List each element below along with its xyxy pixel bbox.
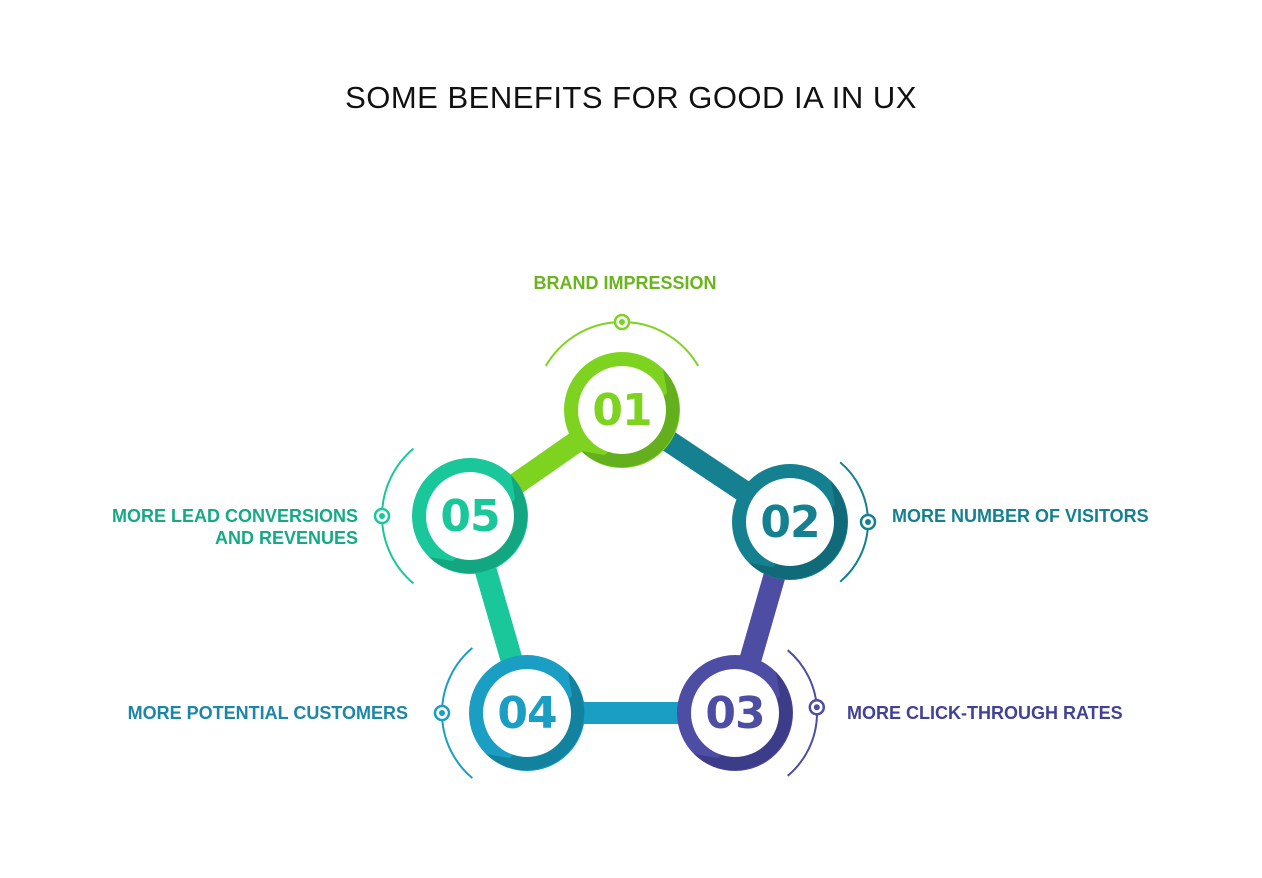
node-shade bbox=[428, 474, 528, 574]
node-shade bbox=[580, 368, 680, 468]
node-shade bbox=[693, 671, 793, 771]
step-number-04: 04 bbox=[497, 688, 556, 739]
step-number-03: 03 bbox=[705, 688, 764, 739]
orbit-dot-core bbox=[379, 513, 385, 519]
node-center bbox=[691, 669, 779, 757]
orbit-dot-core bbox=[813, 704, 820, 711]
orbit-dot-core bbox=[865, 519, 871, 525]
step-label-line: MORE POTENTIAL CUSTOMERS bbox=[127, 703, 408, 723]
step-node-05: 05 bbox=[412, 458, 528, 574]
step-label-03: MORE CLICK-THROUGH RATES bbox=[847, 702, 1177, 724]
node-center bbox=[746, 478, 834, 566]
step-number-02: 02 bbox=[760, 497, 819, 548]
step-label-line: MORE LEAD CONVERSIONS bbox=[111, 506, 358, 526]
step-label-04: MORE POTENTIAL CUSTOMERS bbox=[60, 702, 408, 724]
step-label-01: BRAND IMPRESSION bbox=[470, 272, 780, 294]
page-title: SOME BENEFITS FOR GOOD IA IN UX bbox=[345, 80, 917, 115]
step-label-line: AND REVENUES bbox=[214, 528, 358, 548]
step-node-03: 03 bbox=[677, 655, 793, 771]
step-label-line: BRAND IMPRESSION bbox=[533, 273, 717, 293]
step-label-line: MORE NUMBER OF VISITORS bbox=[892, 506, 1149, 526]
step-number-05: 05 bbox=[440, 491, 499, 542]
orbit-dot-core bbox=[439, 710, 445, 716]
step-label-02: MORE NUMBER OF VISITORS bbox=[892, 505, 1222, 527]
step-number-01: 01 bbox=[592, 385, 651, 436]
step-node-02: 02 bbox=[732, 464, 848, 580]
step-node-01: 01 bbox=[564, 352, 680, 468]
step-node-04: 04 bbox=[469, 655, 585, 771]
orbit-dot-core bbox=[619, 319, 625, 325]
node-center bbox=[426, 472, 514, 560]
node-center bbox=[483, 669, 571, 757]
node-shade bbox=[485, 671, 585, 771]
node-shade bbox=[748, 480, 848, 580]
node-center bbox=[578, 366, 666, 454]
step-label-line: MORE CLICK-THROUGH RATES bbox=[847, 703, 1123, 723]
